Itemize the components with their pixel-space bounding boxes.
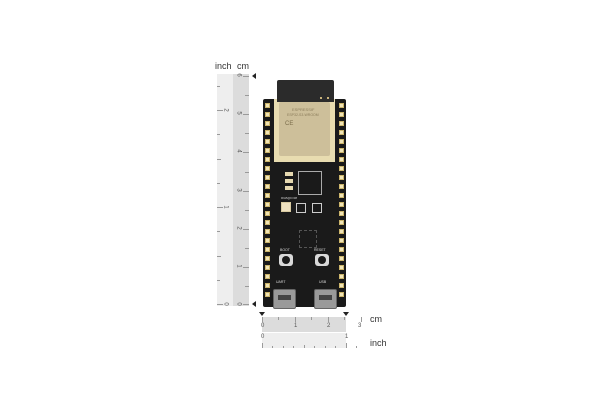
boot-label: BOOT [280,248,290,252]
h-inch-tick-1: 1 [345,334,349,340]
ruler-unit-inch-label: inch [215,61,232,71]
uart-label: UART [276,280,286,284]
module-brand: ESPRESSIF [292,107,315,112]
ce-mark: CE [285,121,294,127]
boot-button[interactable] [279,254,293,266]
dev-board: ESPRESSIF ESP32-S3-WROOM CE [263,99,346,307]
inch-tick-0: 0 [222,302,229,306]
h-cm-tick-0: 0 [261,323,265,329]
left-marker-icon [259,312,265,316]
cm-tick-0: 0 [235,302,242,306]
right-marker-icon [343,312,349,316]
voltage-regulator [298,171,322,195]
inch-tick-2: 2 [222,108,229,112]
transistor-2 [312,203,322,213]
vertical-ruler: 6 5 4 3 2 1 0 0 1 2 [217,73,251,306]
usb-uart-chip [299,230,317,248]
rgb-led [281,202,291,212]
cm-tick-4: 4 [235,149,242,153]
led-resistors [283,170,297,196]
cm-tick-3: 3 [235,188,242,192]
module-model: ESP32-S3-WROOM [287,113,319,117]
h-inch-tick-0: 0 [261,334,265,340]
wifi-module: ESPRESSIF ESP32-S3-WROOM CE [274,99,335,162]
otg-usb-port[interactable] [314,289,337,309]
pcb-antenna [277,80,334,102]
ruler-unit-cm-label: cm [237,61,249,71]
top-marker-icon [252,73,256,79]
h-inch-unit-label: inch [370,338,387,348]
h-cm-unit-label: cm [370,314,382,324]
h-cm-tick-2: 2 [327,323,331,329]
inch-tick-1: 1 [222,205,229,209]
bottom-marker-icon [252,301,256,307]
cm-tick-1: 1 [235,264,242,268]
cm-scale-h [262,317,346,332]
reset-label: RESET [314,248,326,252]
rf-shield: ESPRESSIF ESP32-S3-WROOM CE [279,102,330,156]
usb-label: USB [319,280,327,284]
rgb-led-label: RGB@IO38 [281,196,298,200]
inch-scale-h [262,333,346,348]
horizontal-ruler: 0 1 2 3 0 1 [261,317,362,350]
uart-usb-port[interactable] [273,289,296,309]
cm-tick-6: 6 [235,73,242,77]
reset-button[interactable] [315,254,329,266]
h-cm-tick-1: 1 [294,323,298,329]
inch-scale [217,74,233,306]
cm-tick-2: 2 [235,226,242,230]
transistor-1 [296,203,306,213]
cm-tick-5: 5 [235,111,242,115]
h-cm-tick-3: 3 [358,323,362,329]
